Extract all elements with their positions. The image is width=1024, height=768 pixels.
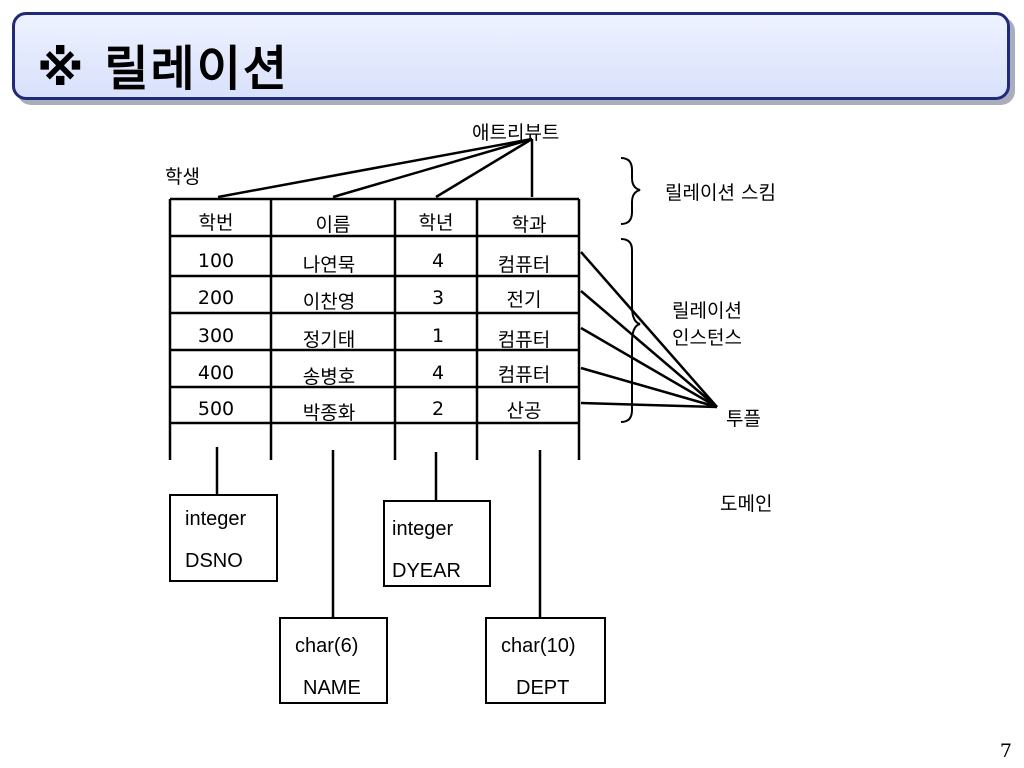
table-cell: 4 xyxy=(431,362,445,384)
table-cell: 컴퓨터 xyxy=(497,254,551,276)
table-cell: 컴퓨터 xyxy=(497,329,551,351)
table-cell: 1 xyxy=(431,325,445,347)
table-cell: 500 xyxy=(197,398,235,420)
tuple-label: 투플 xyxy=(726,408,761,430)
domain-box-dsno: integer DSNO xyxy=(169,494,278,582)
domain-type: integer xyxy=(392,518,454,540)
instance-brace xyxy=(620,238,641,423)
domain-name: DEPT xyxy=(516,677,570,699)
tuple-line-2 xyxy=(580,290,718,408)
tuple-line-4 xyxy=(580,366,718,409)
header-cell-year: 학년 xyxy=(418,212,454,234)
table-cell: 200 xyxy=(197,287,235,309)
table-cell: 산공 xyxy=(506,400,542,422)
tuple-line-3 xyxy=(580,326,718,409)
instance-label-line1: 릴레이션 xyxy=(672,300,742,322)
table-cell: 2 xyxy=(431,398,445,420)
table-cell: 전기 xyxy=(506,289,542,311)
attr-line-2 xyxy=(332,137,533,199)
table-cell: 100 xyxy=(197,250,235,272)
attr-line-3 xyxy=(435,137,533,199)
table-cell: 300 xyxy=(197,325,235,347)
table-cell: 나연묵 xyxy=(302,254,356,276)
attr-line-1 xyxy=(217,137,533,199)
domain-name: DSNO xyxy=(185,550,243,572)
domain-box-dept: char(10) DEPT xyxy=(485,617,606,704)
header-cell-name: 이름 xyxy=(315,214,351,236)
title-banner: ※ 릴레이션 xyxy=(12,12,1010,100)
header-cell-student-id: 학번 xyxy=(198,212,234,234)
domain-box-name: char(6) NAME xyxy=(279,617,388,704)
domain-type: integer xyxy=(185,508,247,530)
header-cell-dept: 학과 xyxy=(511,214,547,236)
table-cell: 송병호 xyxy=(302,366,356,388)
table-cell: 400 xyxy=(197,362,235,384)
domain-type: char(6) xyxy=(295,635,359,657)
table-cell: 박종화 xyxy=(302,402,356,424)
schema-brace xyxy=(620,157,641,225)
slide-title: ※ 릴레이션 xyxy=(37,41,290,97)
table-cell: 컴퓨터 xyxy=(497,364,551,386)
domain-box-dyear: integer DYEAR xyxy=(383,500,491,587)
relation-name-label: 학생 xyxy=(165,166,200,188)
table-cell: 4 xyxy=(431,250,445,272)
domain-label: 도메인 xyxy=(720,493,773,515)
table-cell: 정기태 xyxy=(302,329,356,351)
schema-label: 릴레이션 스킴 xyxy=(665,182,776,204)
attribute-label: 애트리뷰트 xyxy=(472,122,560,144)
table-cell: 3 xyxy=(431,287,445,309)
page-number: 7 xyxy=(999,740,1012,762)
domain-name: NAME xyxy=(303,677,361,699)
tuple-line-5 xyxy=(580,401,718,409)
instance-label-line2: 인스턴스 xyxy=(672,327,742,349)
table-cell: 이찬영 xyxy=(302,291,356,313)
domain-type: char(10) xyxy=(501,635,576,657)
tuple-line-1 xyxy=(580,251,718,408)
domain-name: DYEAR xyxy=(392,560,461,582)
